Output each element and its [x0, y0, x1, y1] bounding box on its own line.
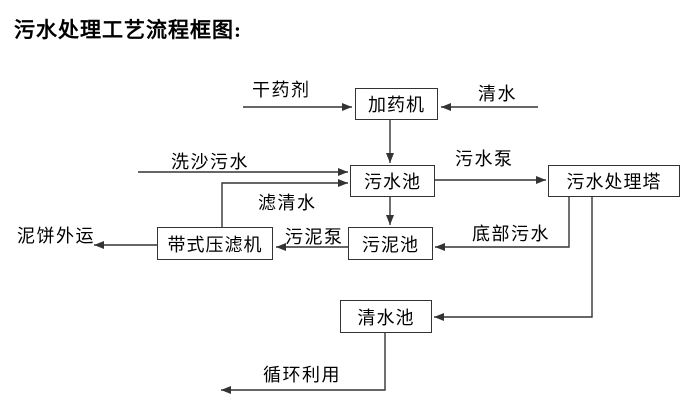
arrow-tower-to-clean-pool: [434, 197, 593, 321]
node-sewage-pool: 污水池: [350, 165, 435, 197]
node-sludge-pool: 污泥池: [348, 227, 433, 260]
node-clean-water-pool: 清水池: [340, 300, 432, 333]
edge-label-sludge-pump: 污泥泵: [285, 227, 344, 247]
arrow-bottom-sewage-to-sludge: [435, 197, 570, 251]
edge-label-clean-water: 清水: [478, 84, 517, 104]
arrow-filtered-water-to-pool: [221, 179, 348, 227]
node-dosing-machine: 加药机: [355, 88, 438, 120]
node-belt-filter-press: 带式压滤机: [157, 227, 273, 260]
node-sewage-treatment-tower: 污水处理塔: [548, 165, 680, 197]
edge-label-filtered-water: 滤清水: [258, 193, 317, 213]
edge-label-mud-cake-outbound: 泥饼外运: [17, 226, 95, 246]
edge-label-sand-washing-sewage: 洗沙污水: [171, 152, 249, 172]
edge-label-sewage-pump: 污水泵: [455, 149, 514, 169]
edge-label-recycle-reuse: 循环利用: [263, 365, 341, 385]
edge-label-bottom-sewage: 底部污水: [472, 224, 550, 244]
diagram-title: 污水处理工艺流程框图:: [14, 18, 242, 42]
edge-label-dry-chemical: 干药剂: [252, 80, 311, 100]
arrow-clean-pool-to-recycle: [221, 333, 386, 394]
